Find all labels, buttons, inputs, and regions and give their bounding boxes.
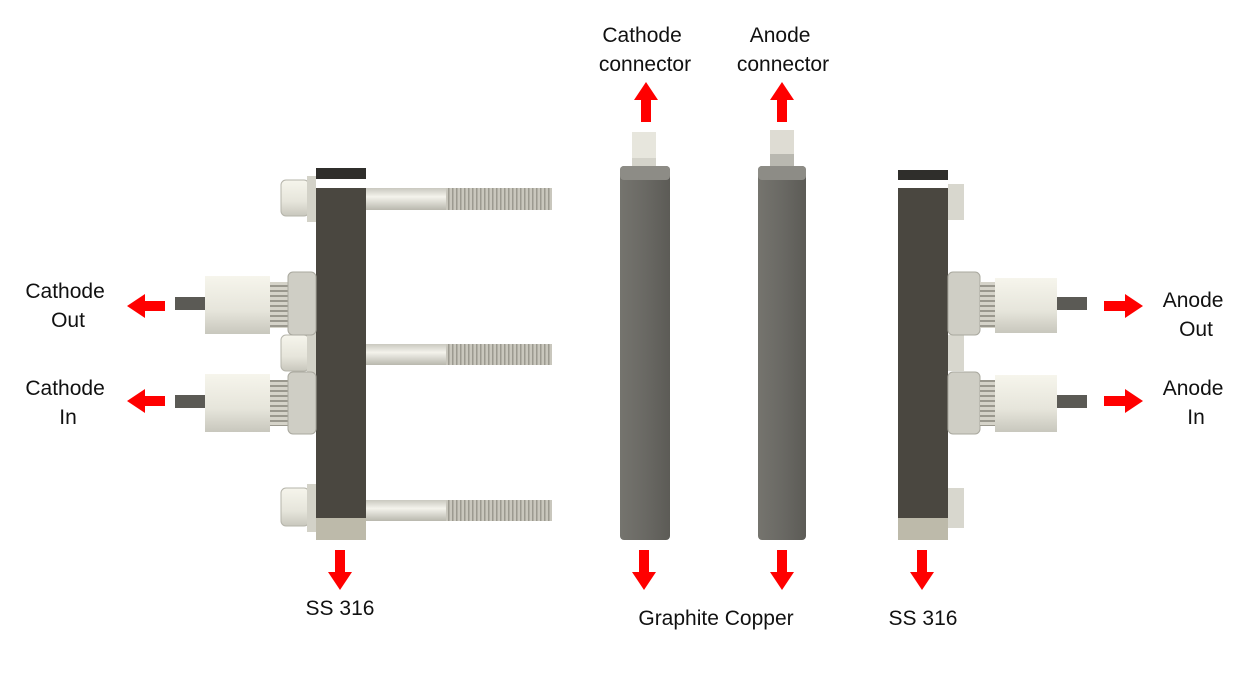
ss316-end-plate bbox=[316, 188, 366, 540]
ss316-end-plate bbox=[898, 188, 948, 540]
tie-rod bbox=[366, 344, 552, 365]
right-end-plate-assembly bbox=[898, 170, 1087, 540]
label-anode-in: Anode In bbox=[1163, 377, 1230, 429]
graphite-plate bbox=[620, 132, 670, 540]
cathode-out-fitting bbox=[175, 271, 317, 336]
arrow-down-icon bbox=[328, 550, 352, 590]
arrow-down-icon bbox=[632, 550, 656, 590]
label-anode-connector: Anode connector bbox=[737, 24, 829, 76]
label-cathode-out: Cathode Out bbox=[25, 280, 110, 332]
label-cathode-in: Cathode In bbox=[25, 377, 110, 429]
bolt-head bbox=[948, 488, 964, 528]
arrow-left-icon bbox=[127, 389, 165, 413]
top-strip bbox=[316, 168, 366, 179]
tie-rod bbox=[366, 500, 552, 521]
label-cathode-connector: Cathode connector bbox=[599, 24, 691, 76]
anode-in-fitting bbox=[947, 371, 1087, 435]
bolt-head bbox=[948, 335, 964, 371]
arrow-down-icon bbox=[910, 550, 934, 590]
label-anode-out: Anode Out bbox=[1163, 289, 1230, 341]
tie-rod bbox=[366, 188, 552, 210]
arrow-down-icon bbox=[770, 550, 794, 590]
anode-out-fitting bbox=[947, 271, 1087, 336]
copper-plate bbox=[758, 130, 806, 540]
labels: Cathode Out Cathode In Anode Out Anode I… bbox=[25, 24, 1230, 630]
label-middle-plates-material: Graphite Copper bbox=[638, 607, 793, 630]
cathode-in-fitting bbox=[175, 371, 317, 435]
arrows bbox=[127, 82, 1143, 590]
arrow-left-icon bbox=[127, 294, 165, 318]
bolt-head bbox=[280, 334, 310, 372]
bolt-head bbox=[948, 184, 964, 220]
label-right-plate-material: SS 316 bbox=[889, 607, 958, 630]
left-end-plate-assembly bbox=[175, 168, 552, 540]
bolt-head bbox=[280, 487, 310, 527]
arrow-up-icon bbox=[770, 82, 794, 122]
label-left-plate-material: SS 316 bbox=[306, 597, 375, 620]
arrow-up-icon bbox=[634, 82, 658, 122]
arrow-right-icon bbox=[1104, 389, 1143, 413]
arrow-right-icon bbox=[1104, 294, 1143, 318]
bolt-head bbox=[280, 179, 310, 217]
